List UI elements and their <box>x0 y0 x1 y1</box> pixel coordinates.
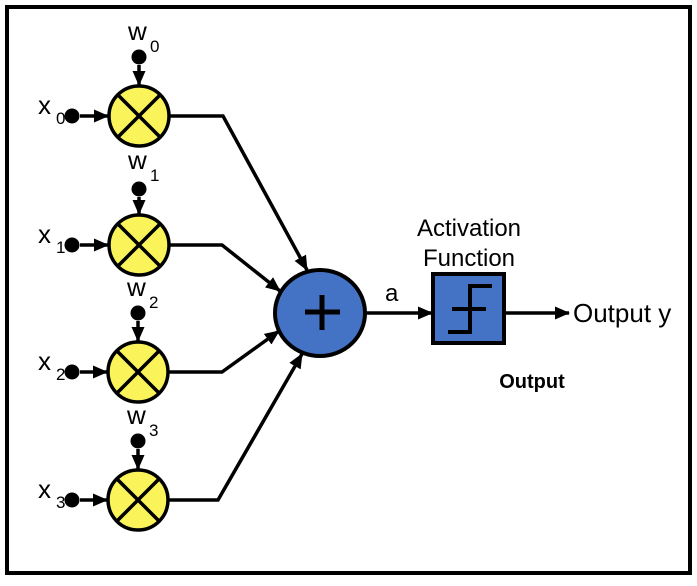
weight-dot <box>131 49 147 65</box>
weight-sub-w1: 1 <box>150 166 159 185</box>
activation-title-line2: Function <box>423 245 515 272</box>
weight-sub-w0: 0 <box>150 37 159 56</box>
connector-m1-to-sum <box>169 243 282 293</box>
input-row-2: x 2 w 2 <box>38 272 281 404</box>
output-text: Output y <box>573 298 671 328</box>
input-label-x3: x <box>38 474 51 504</box>
multiplier-cross <box>115 477 161 523</box>
input-row-3: x 3 w 3 <box>38 353 304 532</box>
diagram-border <box>5 5 692 575</box>
weight-sub-w2: 2 <box>149 293 158 312</box>
weight-dot <box>130 433 146 449</box>
input-label-x2: x <box>38 346 51 376</box>
input-dot <box>64 237 80 253</box>
weight-label-w3: w <box>126 400 146 430</box>
output-caption: Output <box>499 371 565 393</box>
multiplier-cross <box>116 222 162 268</box>
input-label-x0: x <box>38 90 51 120</box>
input-sub-x3: 3 <box>56 493 65 512</box>
activation-title-line1: Activation <box>417 215 521 242</box>
weight-label-w2: w <box>126 272 146 302</box>
input-dot <box>64 492 80 508</box>
input-sub-x2: 2 <box>56 365 65 384</box>
input-sub-x0: 0 <box>56 109 65 128</box>
connector-m2-to-sum <box>168 329 281 374</box>
weight-label-w0: w <box>127 16 147 46</box>
activation-block: Activation Function <box>417 215 521 345</box>
input-label-x1: x <box>38 219 51 249</box>
input-row-0: x 0 w 0 <box>38 16 309 271</box>
input-sub-x1: 1 <box>56 238 65 257</box>
multiplier-cross <box>115 349 161 395</box>
weight-label-w1: w <box>127 145 147 175</box>
multiplier-cross <box>116 93 162 139</box>
weight-sub-w3: 3 <box>149 421 158 440</box>
sum-output-label: a <box>385 280 399 307</box>
connector-m0-to-sum <box>169 114 309 271</box>
input-dot <box>64 364 80 380</box>
weight-dot <box>130 305 146 321</box>
input-dot <box>64 108 80 124</box>
input-row-1: x 1 w 1 <box>38 145 282 293</box>
weight-dot <box>131 181 147 197</box>
sum-node <box>273 268 367 358</box>
connector-m3-to-sum <box>168 353 304 502</box>
